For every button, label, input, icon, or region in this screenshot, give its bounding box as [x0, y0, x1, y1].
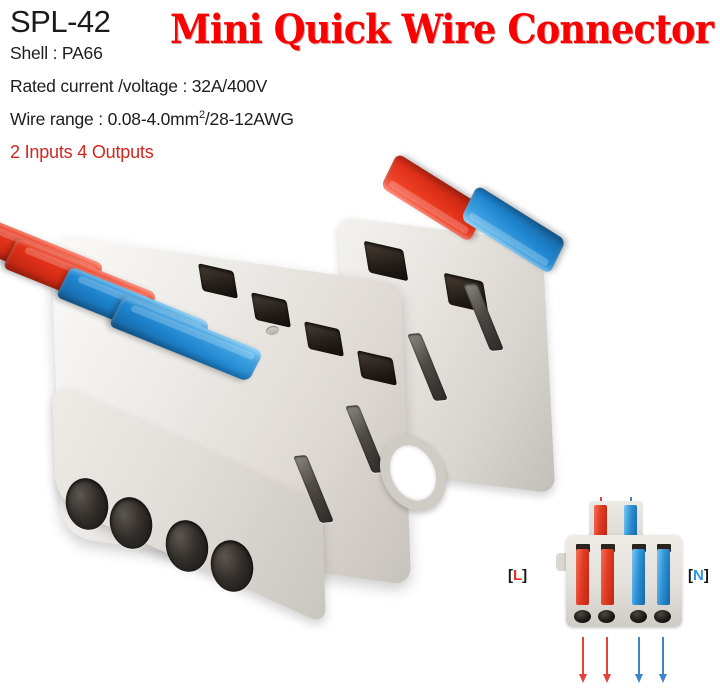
- schematic-output-lever-blue-1: [632, 549, 645, 605]
- schematic-output-slot-2: [601, 544, 615, 552]
- schematic-output-slot-1: [576, 544, 590, 552]
- schematic-output-lever-red-2: [601, 549, 614, 605]
- label-neutral: [N]: [688, 567, 709, 584]
- spec-text-block: SPL-42 Shell : PA66 Rated current /volta…: [8, 6, 408, 176]
- schematic-output-slot-3: [632, 544, 646, 552]
- schematic-ear: [556, 553, 569, 571]
- schematic-hole-4: [654, 610, 671, 623]
- wire-range-superscript: 2: [198, 109, 205, 121]
- schematic-output-lever-red-1: [576, 549, 589, 605]
- model-number: SPL-42: [10, 4, 111, 39]
- spec-inputs-outputs: 2 Inputs 4 Outputs: [10, 142, 154, 163]
- schematic-hole-2: [598, 610, 615, 623]
- wire-range-prefix: Wire range : 0.08-4.0mm: [10, 108, 199, 129]
- schematic-input-lever-blue: [624, 505, 637, 539]
- page-title: Mini Quick Wire Connector: [170, 6, 714, 53]
- spec-shell: Shell : PA66: [10, 43, 103, 63]
- label-live: [L]: [508, 567, 528, 584]
- schematic-input-lever-red: [594, 505, 607, 539]
- schematic-hole-3: [630, 610, 647, 623]
- wiring-schematic: [L] [N]: [506, 495, 718, 693]
- spec-rated-current-voltage: Rated current /voltage : 32A/400V: [10, 75, 268, 96]
- label-neutral-letter: N: [693, 567, 704, 584]
- schematic-output-slot-4: [657, 544, 671, 552]
- schematic-hole-1: [574, 610, 591, 623]
- product-photo: [0, 152, 568, 678]
- label-live-letter: L: [513, 567, 523, 584]
- schematic-output-lever-blue-2: [657, 549, 670, 605]
- spec-wire-range: Wire range : 0.08-4.0mm2/28-12AWG: [10, 110, 408, 128]
- wire-range-suffix: /28-12AWG: [204, 108, 294, 129]
